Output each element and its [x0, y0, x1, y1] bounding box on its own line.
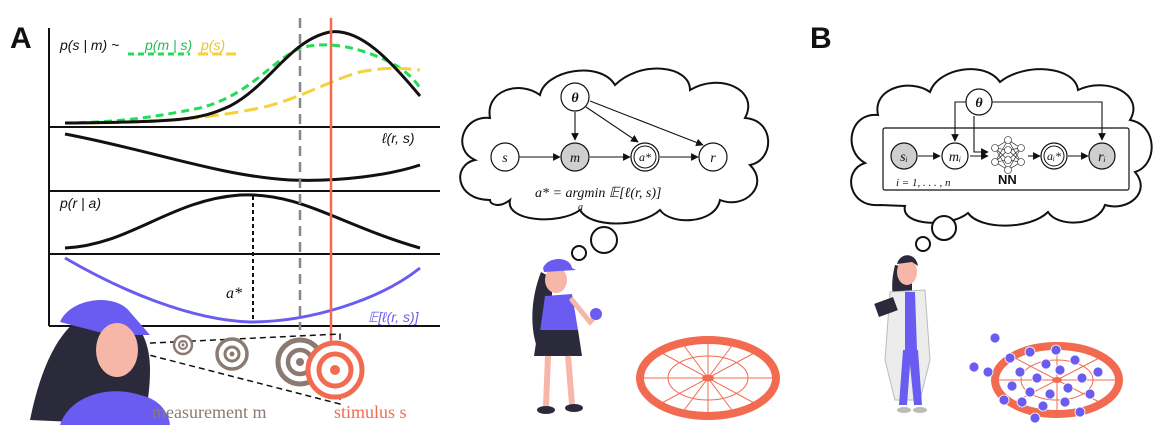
node-a-inner-ring: [1043, 145, 1065, 167]
node-theta: [560, 82, 590, 112]
player-leg-right: [565, 355, 575, 405]
loss-curve: [64, 132, 421, 182]
edge-theta-a: [585, 106, 639, 143]
thought-bubble-small: [915, 236, 931, 252]
panel-a-plots: p(s | m) ~ p(m | s) p(s) ℓ(r, s) p(r | a…: [48, 18, 440, 345]
player-shoe: [537, 406, 555, 414]
thought-cloud-b: i = 1, . . . , n NN θ sᵢ mᵢ: [850, 68, 1153, 252]
edge-theta-m: [951, 101, 967, 142]
response-label: p(r | a): [59, 195, 101, 211]
scientist-hair-top: [897, 255, 918, 266]
optimal-action-label: a*: [226, 285, 242, 302]
node-a-label: aᵢ*: [1047, 149, 1061, 163]
node-s: [890, 142, 918, 170]
player-cap: [543, 259, 576, 272]
node-a-label: a*: [639, 150, 651, 164]
node-a: [1040, 142, 1068, 170]
ground-target-a: [636, 336, 780, 420]
formula-subscript: a: [578, 202, 583, 213]
player-illustration: [532, 259, 602, 414]
clipboard: [874, 297, 898, 317]
panel-b-letter: B: [810, 22, 832, 55]
thought-cloud-a: θ s m a* r a* = argmin 𝔼[ℓ(r, s)] a: [459, 67, 770, 261]
node-theta: [965, 88, 993, 116]
prior-curve: [64, 66, 421, 125]
expected-loss-label: 𝔼[ℓ(r, s)]: [368, 309, 420, 325]
node-r: [1088, 142, 1116, 170]
measurement-caption: measurement m: [152, 402, 266, 422]
expected-loss-curve: [64, 256, 421, 324]
neural-network-icon: [991, 136, 1025, 174]
edge-theta-r: [589, 100, 704, 147]
node-r-label: r: [710, 151, 716, 166]
target-small: [172, 334, 194, 356]
player-leg-left: [543, 355, 551, 407]
player-skirt: [534, 330, 582, 356]
response-curve: [64, 193, 421, 250]
observer-illustration: measurement m stimulus s: [30, 299, 407, 425]
thought-bubble-large: [590, 226, 618, 254]
nn-label: NN: [998, 172, 1017, 187]
scientist-pants: [899, 350, 922, 405]
target-stimulus: [305, 340, 365, 400]
target-medium: [215, 337, 249, 371]
ball-cluster: [968, 332, 1104, 424]
likelihood-label: p(m | s): [144, 37, 192, 53]
thought-bubble-large: [931, 215, 957, 241]
node-theta-label: θ: [975, 96, 983, 111]
formula: a* = argmin 𝔼[ℓ(r, s)]: [535, 186, 662, 201]
player-arm: [569, 297, 597, 326]
stimulus-caption: stimulus s: [334, 402, 407, 422]
face: [96, 323, 138, 377]
node-s-label: s: [502, 151, 508, 166]
node-r: [698, 142, 728, 172]
node-a-inner-ring: [633, 145, 657, 169]
node-a: [630, 142, 660, 172]
node-theta-label: θ: [571, 91, 579, 106]
plate-label: i = 1, . . . , n: [896, 177, 951, 189]
player-face: [545, 267, 567, 293]
plate: [882, 127, 1130, 191]
posterior-curve: [64, 30, 422, 125]
scientist-shirt: [905, 292, 917, 350]
player-shirt: [540, 294, 578, 332]
panel-a-letter: A: [10, 22, 32, 55]
thought-bubble-small: [571, 245, 587, 261]
node-m: [941, 142, 969, 170]
scientist-face: [897, 259, 917, 285]
node-m-label: mᵢ: [949, 150, 961, 165]
scientist-illustration: [874, 255, 931, 413]
scientist-shoe: [913, 407, 927, 413]
cap: [60, 299, 150, 335]
posterior-label: p(s | m) ~: [59, 37, 119, 53]
prior-label: p(s): [200, 37, 225, 53]
node-s: [490, 142, 520, 172]
edge-theta-r: [992, 101, 1106, 141]
player-shoe: [565, 404, 583, 412]
player-ball: [590, 308, 602, 320]
loss-label: ℓ(r, s): [381, 130, 415, 146]
node-m-label: m: [570, 151, 580, 166]
edge-theta-nn: [973, 116, 989, 156]
shirt: [60, 391, 170, 425]
node-m: [560, 142, 590, 172]
scientist-shoe: [897, 407, 911, 413]
node-r-label: rᵢ: [1098, 150, 1106, 165]
node-s-label: sᵢ: [900, 150, 908, 165]
likelihood-curve: [64, 43, 422, 125]
